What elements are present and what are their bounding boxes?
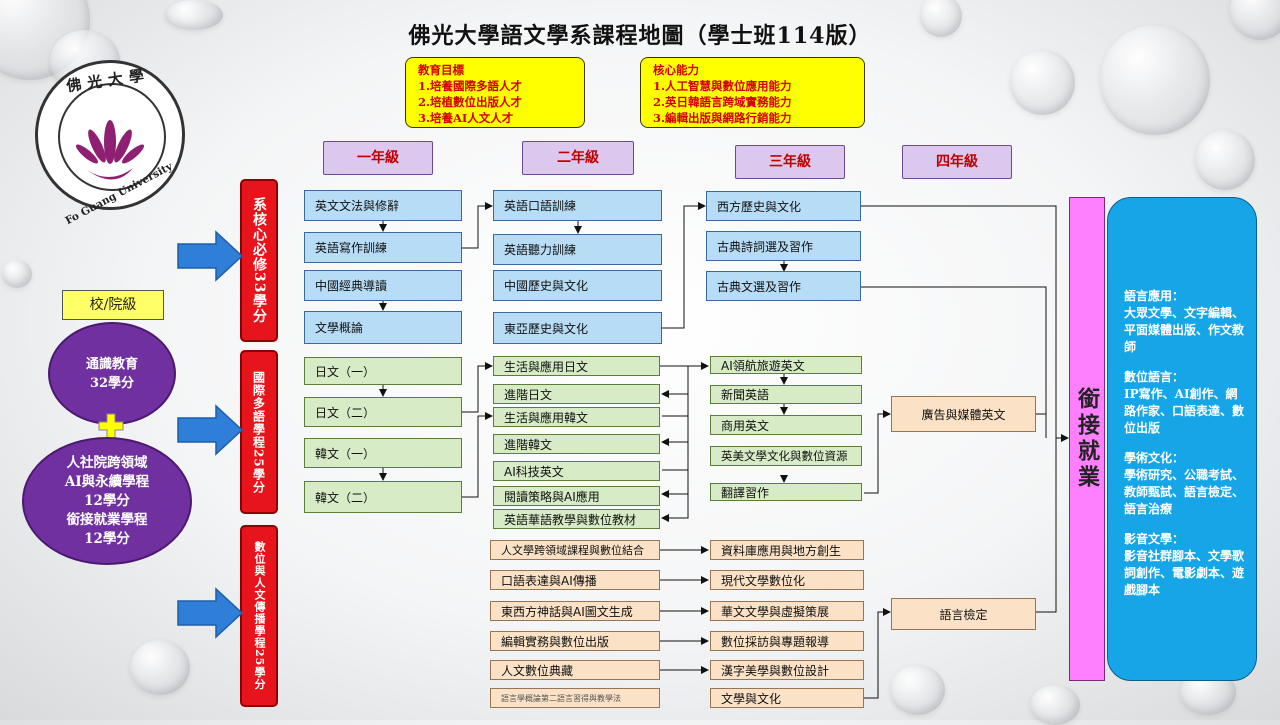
cross-program-line: 12學分 bbox=[84, 492, 130, 509]
course-box: AI科技英文 bbox=[493, 461, 660, 481]
year-header-1: 一年級 bbox=[323, 141, 433, 175]
category-digital: 數位與人文傳播學程25學分 bbox=[240, 525, 278, 707]
course-box: 現代文學數位化 bbox=[710, 570, 864, 590]
course-box: 新聞英語 bbox=[710, 385, 862, 404]
course-box: 日文（二） bbox=[304, 397, 462, 427]
career-title: 影音文學： bbox=[1124, 532, 1185, 546]
goal-item: 1.培養國際多語人才 bbox=[418, 79, 523, 93]
career-group: 語言應用： 大眾文學、文字編輯、平面媒體出版、作文教師 bbox=[1124, 288, 1248, 356]
goals-heading: 教育目標 bbox=[418, 63, 464, 77]
right-arrow-icon bbox=[177, 404, 244, 456]
course-box: 古典文選及習作 bbox=[706, 271, 861, 301]
career-paths-panel: 語言應用： 大眾文學、文字編輯、平面媒體出版、作文教師 數位語言： IP寫作、A… bbox=[1107, 197, 1257, 681]
category-intl: 國際多語學程25學分 bbox=[240, 350, 278, 514]
competency-item: 1.人工智慧與數位應用能力 bbox=[653, 79, 792, 93]
career-text: 學術研究、公職考試、教師甄試、語言檢定、語言治療 bbox=[1124, 468, 1245, 516]
course-box: 資料庫應用與地方創生 bbox=[710, 540, 864, 560]
bubble-decoration bbox=[1010, 50, 1075, 115]
goal-item: 3.培養AI人文人才 bbox=[418, 111, 514, 125]
course-box: 古典詩詞選及習作 bbox=[706, 231, 861, 261]
bubble-decoration bbox=[2, 260, 32, 288]
course-box: 人文數位典藏 bbox=[490, 660, 660, 680]
course-box: 西方歷史與文化 bbox=[706, 191, 861, 221]
course-box: 語言檢定 bbox=[891, 598, 1036, 630]
course-box: 英語口語訓練 bbox=[493, 190, 662, 221]
career-group: 影音文學： 影音社群腳本、文學歌詞創作、電影劇本、遊戲腳本 bbox=[1124, 531, 1248, 599]
page-title: 佛光大學語文學系課程地圖（學士班114版） bbox=[408, 23, 872, 49]
course-box: 東西方神話與AI圖文生成 bbox=[490, 601, 660, 621]
cross-program-circle: 人社院跨領域 AI與永續學程 12學分 銜接就業學程 12學分 bbox=[22, 437, 192, 565]
career-text: 影音社群腳本、文學歌詞創作、電影劇本、遊戲腳本 bbox=[1124, 549, 1245, 597]
course-box: 英語聽力訓練 bbox=[493, 234, 662, 265]
career-title: 學術文化： bbox=[1124, 451, 1185, 465]
employment-bar: 銜接就業 bbox=[1069, 197, 1105, 681]
competencies-heading: 核心能力 bbox=[653, 63, 699, 77]
cross-program-line: 12學分 bbox=[84, 530, 130, 547]
logo-inner-ring bbox=[58, 83, 166, 191]
course-box: 日文（一） bbox=[304, 357, 462, 385]
course-box: 翻譯習作 bbox=[710, 483, 862, 501]
right-arrow-icon bbox=[177, 587, 244, 639]
course-box: 華文文學與虛擬策展 bbox=[710, 601, 864, 621]
bubble-decoration bbox=[890, 665, 945, 715]
course-box: 漢字美學與數位設計 bbox=[710, 660, 864, 680]
year-header-3: 三年級 bbox=[735, 145, 845, 179]
career-title: 數位語言： bbox=[1124, 370, 1185, 384]
career-group: 數位語言： IP寫作、AI創作、網路作家、口語表達、數位出版 bbox=[1124, 369, 1248, 437]
course-box: 文學概論 bbox=[304, 311, 462, 344]
course-box: 中國經典導讀 bbox=[304, 270, 462, 301]
course-box: 韓文（二） bbox=[304, 481, 462, 513]
course-box: 廣告與媒體英文 bbox=[891, 396, 1036, 432]
bubble-decoration bbox=[165, 0, 223, 30]
course-box: 進階韓文 bbox=[493, 434, 660, 454]
lotus-icon bbox=[75, 120, 145, 180]
course-box: 英語寫作訓練 bbox=[304, 232, 462, 263]
course-box: 生活與應用日文 bbox=[493, 356, 660, 376]
career-text: IP寫作、AI創作、網路作家、口語表達、數位出版 bbox=[1124, 387, 1245, 435]
cross-program-line: AI與永續學程 bbox=[64, 473, 150, 490]
course-box: 人文學跨領域課程與數位結合 bbox=[490, 540, 660, 560]
career-title: 語言應用： bbox=[1124, 289, 1185, 303]
education-goals-box: 教育目標 1.培養國際多語人才 2.培植數位出版人才 3.培養AI人文人才 bbox=[405, 57, 585, 128]
core-competencies-box: 核心能力 1.人工智慧與數位應用能力 2.英日韓語言跨域實務能力 3.編輯出版與… bbox=[640, 57, 865, 128]
course-box: 韓文（一） bbox=[304, 438, 462, 468]
career-text: 大眾文學、文字編輯、平面媒體出版、作文教師 bbox=[1124, 306, 1245, 354]
course-box: 東亞歷史與文化 bbox=[493, 312, 662, 344]
bubble-decoration bbox=[1030, 685, 1080, 725]
course-box: 語言學概論第二語言習得與教學法 bbox=[490, 688, 660, 708]
general-education-circle: 通識教育 32學分 bbox=[48, 322, 176, 425]
course-box: 進階日文 bbox=[493, 384, 660, 404]
bubble-decoration bbox=[1100, 25, 1210, 135]
course-box: 口語表達與AI傳播 bbox=[490, 570, 660, 590]
course-box: 生活與應用韓文 bbox=[493, 407, 660, 427]
course-box: 中國歷史與文化 bbox=[493, 270, 662, 301]
course-box: 英語華語教學與數位教材 bbox=[493, 509, 660, 529]
general-education-label: 通識教育 bbox=[85, 356, 138, 372]
course-box: 閱讀策略與AI應用 bbox=[493, 486, 660, 506]
course-box: 數位採訪與專題報導 bbox=[710, 631, 864, 651]
career-group: 學術文化： 學術研究、公職考試、教師甄試、語言檢定、語言治療 bbox=[1124, 450, 1248, 518]
course-box: 英美文學文化與數位資源 bbox=[710, 446, 862, 466]
bubble-decoration bbox=[1195, 130, 1255, 190]
year-header-4: 四年級 bbox=[902, 145, 1012, 179]
university-logo: 佛光大學 Fo Guang University bbox=[35, 60, 185, 227]
course-box: AI領航旅遊英文 bbox=[710, 356, 862, 374]
competency-item: 3.編輯出版與網路行銷能力 bbox=[653, 111, 792, 125]
course-box: 編輯實務與數位出版 bbox=[490, 631, 660, 651]
school-level-label: 校/院級 bbox=[62, 290, 164, 320]
cross-program-line: 人社院跨領域 bbox=[66, 454, 148, 471]
year-header-2: 二年級 bbox=[522, 141, 634, 175]
general-education-credits: 32學分 bbox=[89, 375, 135, 391]
bubble-decoration bbox=[920, 0, 962, 37]
course-box: 商用英文 bbox=[710, 415, 862, 435]
competency-item: 2.英日韓語言跨域實務能力 bbox=[653, 95, 792, 109]
right-arrow-icon bbox=[177, 230, 244, 282]
category-core: 系核心必修33學分 bbox=[240, 179, 278, 342]
bubble-decoration bbox=[130, 640, 190, 695]
course-box: 英文文法與修辭 bbox=[304, 190, 462, 221]
goal-item: 2.培植數位出版人才 bbox=[418, 95, 523, 109]
course-box: 文學與文化 bbox=[710, 688, 864, 708]
cross-program-line: 銜接就業學程 bbox=[66, 511, 148, 528]
